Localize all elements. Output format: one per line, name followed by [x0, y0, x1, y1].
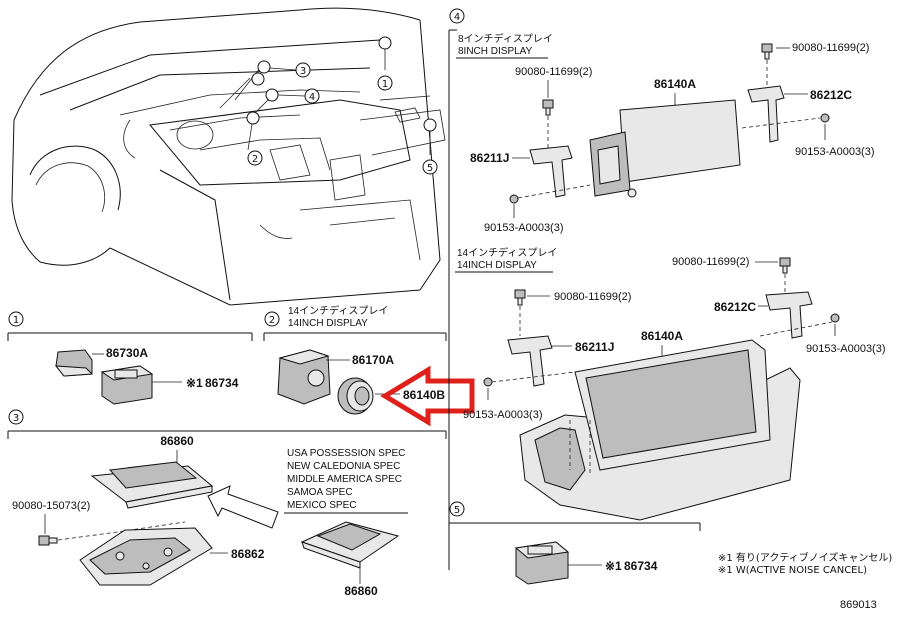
- spec-line-1: USA POSSESSION SPEC: [287, 448, 405, 459]
- d8-screw-top-right: [761, 43, 773, 60]
- d8-bracket-86212C: [747, 85, 785, 143]
- part-86860-module-image: [90, 461, 214, 509]
- spec-line-5: MEXICO SPEC: [287, 500, 356, 511]
- d14-part-86212C: 86212C: [714, 300, 756, 314]
- d8-screw-left: [509, 194, 519, 204]
- d14-part-86140A: 86140A: [641, 329, 683, 343]
- callout-4-label: 4: [309, 92, 315, 103]
- display-14inch-group: 14インチディスプレイ 14INCH DISPLAY 90080-11699(2…: [455, 246, 886, 521]
- d14-part-86211J: 86211J: [575, 340, 614, 354]
- section-1: 1 86730A ※1 86734: [7, 311, 253, 405]
- section-2-title-en: 14INCH DISPLAY: [288, 318, 368, 329]
- display14-title-jp: 14インチディスプレイ: [457, 246, 557, 259]
- d8-part-86211J: 86211J: [470, 151, 509, 165]
- part-86734-s5-mark: ※1: [605, 559, 622, 573]
- part-86734-s5-image: [514, 541, 570, 585]
- d14-screw-right: [830, 313, 840, 323]
- d14-screw-left: [483, 377, 493, 387]
- d8-screw-top-left: [542, 99, 554, 116]
- callout-dot-1: [378, 36, 392, 50]
- note-line-1: ※1 有り(アクティブノイズキャンセル): [718, 551, 892, 564]
- part-number-86730A: 86730A: [106, 346, 148, 360]
- part-number-86734-s5: 86734: [624, 559, 658, 573]
- part-number-86170A: 86170A: [352, 353, 394, 367]
- callout-2-label: 2: [252, 154, 258, 165]
- display8-title-en: 8INCH DISPLAY: [458, 46, 533, 57]
- part-86140B-image: [337, 377, 374, 415]
- d8-part-90153-left: 90153-A0003(3): [484, 222, 564, 234]
- display-8inch-group: 8インチディスプレイ 8INCH DISPLAY 90080-11699(2) …: [456, 32, 875, 234]
- section-4: 4 8インチディスプレイ 8INCH DISPLAY 90080-11699(2…: [448, 8, 886, 570]
- d14-screw-top-right: [779, 257, 791, 274]
- callout-dot-3b: [251, 72, 265, 86]
- d14-part-90153-right: 90153-A0003(3): [806, 343, 886, 355]
- part-number-86862: 86862: [231, 547, 265, 561]
- callout-dot-5: [423, 118, 437, 132]
- spec-line-4: SAMOA SPEC: [287, 487, 353, 498]
- callout-1-label: 1: [382, 79, 388, 90]
- d8-part-90080-left: 90080-11699(2): [515, 66, 592, 78]
- part-number-86860-bottom: 86860: [344, 584, 378, 598]
- part-86862-bracket-image: [79, 527, 213, 586]
- section-2-number: 2: [269, 315, 275, 326]
- part-86734-image: [100, 365, 154, 405]
- d8-bracket-86211J: [529, 145, 573, 198]
- d14-part-90080-right: 90080-11699(2): [672, 256, 749, 268]
- d14-bracket-86211J: [507, 335, 553, 387]
- d8-part-86140A: 86140A: [654, 77, 696, 91]
- spec-line-2: NEW CALEDONIA SPEC: [287, 461, 400, 472]
- section-3: 3 86860 90080-15073(2) 86862: [7, 409, 447, 598]
- display14-title-en: 14INCH DISPLAY: [457, 260, 537, 271]
- part-number-86860-top: 86860: [160, 434, 194, 448]
- bolt-90080-15073-image: [38, 535, 58, 546]
- d14-part-90080-left: 90080-11699(2): [554, 291, 631, 303]
- part-number-90080-15073: 90080-15073(2): [12, 500, 90, 512]
- part-number-86140B: 86140B: [403, 388, 445, 402]
- section-4-number: 4: [454, 12, 460, 23]
- spec-list: USA POSSESSION SPEC NEW CALEDONIA SPEC M…: [287, 448, 405, 511]
- section-2-title-jp: 14インチディスプレイ: [288, 304, 388, 317]
- callout-dot-4: [265, 88, 279, 102]
- d14-screw-top-left: [514, 289, 526, 306]
- section-2: 2 14インチディスプレイ 14INCH DISPLAY 86170A 8614…: [263, 304, 447, 415]
- part-86860-variant-image: [300, 521, 400, 569]
- note-line-2: ※1 W(ACTIVE NOISE CANCEL): [718, 565, 867, 576]
- part-86170A-image: [277, 349, 331, 405]
- highlight-arrow: [380, 365, 475, 427]
- d8-part-90080-right: 90080-11699(2): [792, 42, 869, 54]
- callout-5-label: 5: [427, 163, 433, 174]
- d14-part-90153-left: 90153-A0003(3): [463, 409, 543, 421]
- part-86734-mark: ※1: [186, 376, 203, 390]
- diagram-id: 869013: [840, 599, 877, 611]
- callout-3-label: 3: [300, 66, 306, 77]
- section-3-number: 3: [13, 413, 19, 424]
- vehicle-illustration: 3 4 1 2 5: [11, 7, 446, 306]
- section-5: 5 ※1 86734: [449, 501, 701, 585]
- d8-part-86212C: 86212C: [810, 88, 852, 102]
- callout-dot-3: [257, 60, 271, 74]
- part-86730A-image: [54, 349, 94, 377]
- d14-display-image: [519, 339, 801, 521]
- section-1-number: 1: [13, 315, 19, 326]
- d8-part-90153-right: 90153-A0003(3): [795, 146, 875, 158]
- callout-dot-2: [246, 111, 260, 125]
- display8-title-jp: 8インチディスプレイ: [458, 32, 553, 45]
- part-number-86734: 86734: [205, 376, 239, 390]
- direction-arrow: [207, 485, 279, 529]
- d8-display-image: [589, 99, 741, 198]
- d14-bracket-86212C: [765, 291, 813, 339]
- d8-screw-right: [820, 113, 830, 123]
- spec-line-3: MIDDLE AMERICA SPEC: [287, 474, 402, 485]
- section-5-number: 5: [454, 505, 460, 516]
